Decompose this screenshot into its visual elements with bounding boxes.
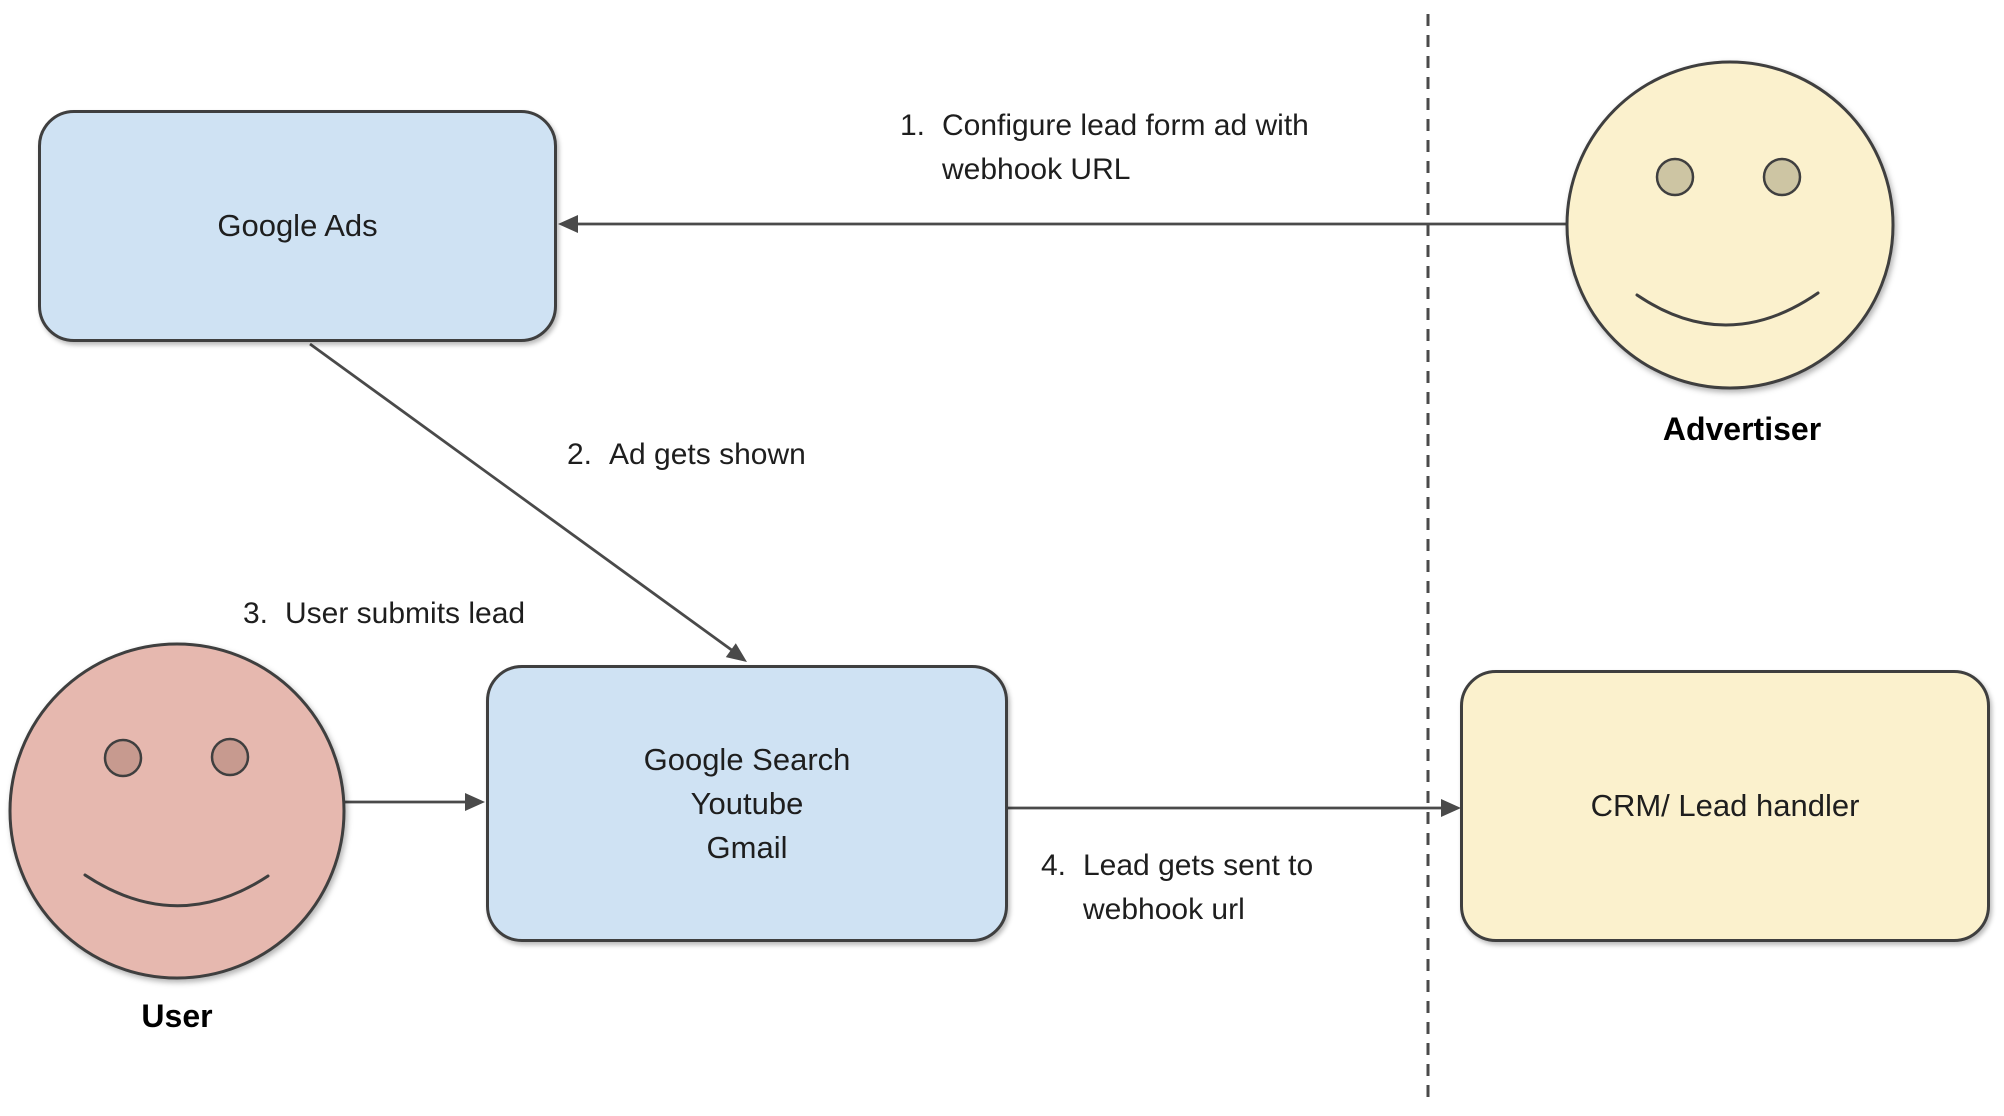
user-face-circle — [8, 642, 346, 980]
arrow-user-to-platforms — [344, 793, 485, 811]
step-2-text: Ad gets shown — [609, 438, 806, 471]
step-4-text: Lead gets sent to webhook url — [1083, 849, 1314, 926]
advertiser-left-eye-icon — [1655, 157, 1695, 197]
step-3-number: 3. — [243, 597, 269, 630]
advertiser-label: Advertiser — [1662, 411, 1822, 447]
google-ads-node: Google Ads — [38, 110, 557, 342]
user-smiley-face-icon — [8, 642, 346, 980]
user-smile-icon — [83, 873, 270, 908]
arrow-google-ads-to-platforms — [309, 342, 747, 662]
arrow-4-head — [1441, 799, 1461, 817]
step-3-text: User submits lead — [285, 597, 526, 630]
user-right-eye-icon — [210, 737, 250, 777]
arrow-3-head — [465, 793, 485, 811]
step-1-label: 1. Configure lead form ad with webhook U… — [900, 104, 1400, 192]
arrow-platforms-to-crm — [1008, 799, 1461, 817]
platforms-node: Google Search Youtube Gmail — [486, 665, 1008, 942]
arrow-advertiser-to-google-ads — [558, 215, 1567, 233]
step-2-label: 2. Ad gets shown — [567, 433, 806, 477]
step-4-label: 4. Lead gets sent to webhook url — [1041, 844, 1501, 932]
arrow-2-head — [725, 643, 747, 662]
step-3-label: 3. User submits lead — [243, 592, 525, 636]
advertiser-face-circle — [1565, 60, 1895, 390]
arrow-1-head — [558, 215, 578, 233]
advertiser-smiley-face-icon — [1565, 60, 1895, 390]
user-left-eye-icon — [103, 738, 143, 778]
crm-lead-handler-node: CRM/ Lead handler — [1460, 670, 1990, 942]
user-label: User — [141, 998, 213, 1034]
arrow-2-line — [309, 342, 734, 653]
step-4-number: 4. — [1041, 849, 1067, 882]
step-1-text: Configure lead form ad with webhook URL — [942, 109, 1309, 186]
step-2-number: 2. — [567, 438, 593, 471]
step-1-number: 1. — [900, 109, 926, 142]
advertiser-right-eye-icon — [1762, 157, 1802, 197]
advertiser-smile-icon — [1635, 291, 1820, 327]
